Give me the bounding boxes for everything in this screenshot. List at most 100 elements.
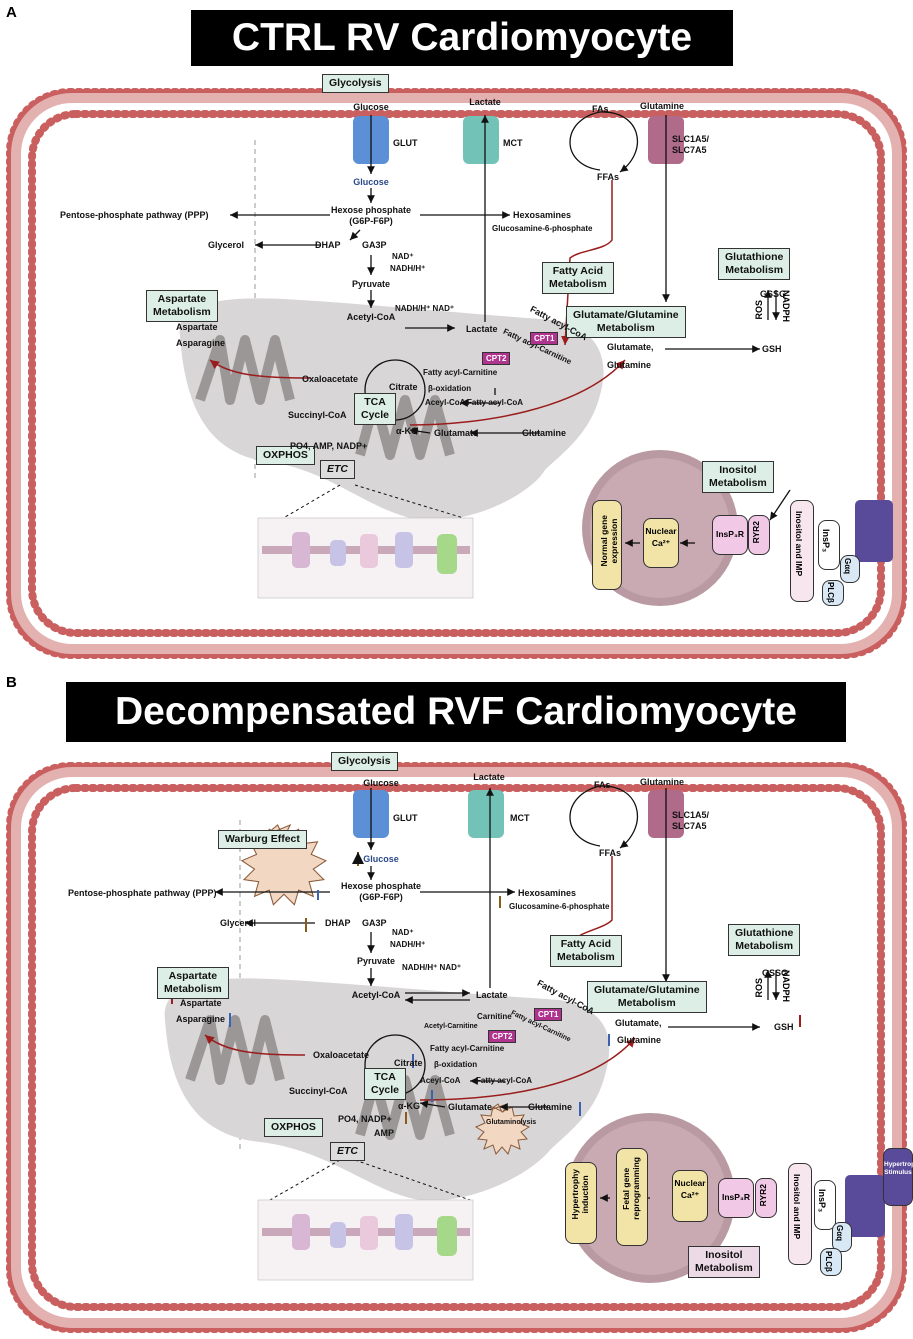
mct-transporter xyxy=(463,116,499,164)
glucosamine-label: Glucosamine-6-phosphate xyxy=(509,902,610,911)
glycerol-label: Glycerol xyxy=(220,918,257,928)
beta-oxidation-label: β-oxidation xyxy=(434,1060,478,1069)
glutathione-metabolism-box: Glutathione Metabolism xyxy=(718,248,791,280)
cpt2-label: CPT2 xyxy=(482,352,511,365)
warburg-effect-box: Warburg Effect xyxy=(218,830,307,849)
lactate-out-label: Lactate xyxy=(469,97,501,107)
glucose-in-label: Glucose xyxy=(363,854,399,864)
ryr2-box: RYR2 xyxy=(755,1178,777,1218)
gaq-label: Gαq xyxy=(835,1225,844,1242)
carnitine-label: Carnitine xyxy=(477,1012,512,1021)
asparagine-label: Asparagine xyxy=(176,1014,226,1024)
glutamate-cyto-label: Glutamate, xyxy=(615,1018,662,1028)
glut-label: GLUT xyxy=(393,138,418,148)
nadph-label: NADPH xyxy=(781,970,791,1003)
glutaminolysis-burst xyxy=(474,1103,531,1155)
glutamate-glutamine-metabolism-box: Glutamate/Glutamine Metabolism xyxy=(587,981,707,1013)
cell-membrane-outer xyxy=(6,762,907,1333)
fetal-gene-label: Fetal gene reprogramming xyxy=(621,1157,641,1220)
fatty-acyl-coa-2-label: Fatty acyl-CoA xyxy=(467,398,524,407)
inositol-imp-label: Inositol and IMP xyxy=(792,1174,802,1240)
panel-letter: B xyxy=(6,674,17,691)
aceyl-coa-label: Aceyl-CoA xyxy=(420,1076,461,1085)
gene-expression-label: Normal gene expression xyxy=(599,515,619,567)
ros-label: ROS xyxy=(754,978,764,998)
cell-membrane-inner xyxy=(28,110,885,637)
pyruvate-label: Pyruvate xyxy=(351,279,391,289)
aspartate-metabolism-box: Aspartate Metabolism xyxy=(146,290,218,322)
glutaminolysis-label: Glutaminolysis xyxy=(486,1119,537,1126)
acetyl-coa-label: Acetyl-CoA xyxy=(346,312,396,322)
panel-a-graphics xyxy=(6,88,907,659)
ryr2-box: RYR2 xyxy=(748,515,770,555)
oxphos-box: OXPHOS xyxy=(264,1118,323,1137)
mct-label: MCT xyxy=(510,813,530,823)
gpcr-receptor xyxy=(855,500,893,562)
gsh-label: GSH xyxy=(774,1022,794,1032)
panel-title: CTRL RV Cardiomyocyte xyxy=(191,10,733,66)
aceyl-coa-label: Aceyl-CoA xyxy=(425,398,466,407)
hexosamines-label: Hexosamines xyxy=(518,888,577,898)
cell-membrane-outer xyxy=(6,88,907,659)
glutamine-mito-label: Glutamine xyxy=(528,1102,573,1112)
panel-a: A CTRL RV Cardiomyocyte Glycolysis Aspar… xyxy=(0,0,913,669)
nuclear-ca-label: Nuclear Ca²⁺ xyxy=(643,518,679,568)
ppp-label: Pentose-phosphate pathway (PPP) xyxy=(60,210,209,220)
plcb-label: PLCβ xyxy=(826,582,835,603)
ryr2-label: RYR2 xyxy=(751,521,761,544)
insp3-box: InsP₃ xyxy=(818,520,840,570)
insp3-box: InsP₃ xyxy=(814,1180,836,1230)
glutamine-out-label: Glutamine xyxy=(640,777,685,787)
ros-label: ROS xyxy=(754,300,764,320)
aspartate-label: Aspartate xyxy=(176,322,218,332)
ryr2-label: RYR2 xyxy=(758,1184,768,1207)
oxphos-box: OXPHOS xyxy=(256,446,315,465)
insp3r-label: InsP₃R xyxy=(718,1178,754,1218)
po4-label: PO4, NADP+ xyxy=(338,1114,392,1124)
fas-label: FAs xyxy=(592,104,609,114)
gpcr-receptor xyxy=(845,1175,885,1237)
etc-box: ETC xyxy=(330,1142,365,1161)
acetyl-coa-label: Acetyl-CoA xyxy=(351,990,401,1000)
nad-label: NAD⁺ xyxy=(392,928,414,937)
gaq-box: Gαq xyxy=(840,555,860,583)
tca-cycle-box: TCA Cycle xyxy=(354,393,397,425)
gaq-box: Gαq xyxy=(832,1222,852,1252)
gene-expression-box: Normal gene expression xyxy=(592,500,622,590)
plcb-label: PLCβ xyxy=(824,1251,833,1272)
aspartate-metabolism-box: Aspartate Metabolism xyxy=(157,967,229,999)
glutamate-glutamine-metabolism-box: Glutamate/Glutamine Metabolism xyxy=(566,306,686,338)
cpt1-label: CPT1 xyxy=(534,1008,563,1021)
oxaloacetate-label: Oxaloacetate xyxy=(302,374,359,384)
glycolysis-box: Glycolysis xyxy=(322,74,389,93)
inositol-imp-box: Inositol and IMP xyxy=(790,500,814,602)
etc-box: ETC xyxy=(320,460,355,479)
panel-b-graphics xyxy=(6,762,907,1333)
glycerol-label: Glycerol xyxy=(208,240,245,250)
panel-letter: A xyxy=(6,4,17,21)
gaq-label: Gαq xyxy=(843,558,852,575)
fetal-gene-box: Fetal gene reprogramming xyxy=(616,1148,648,1246)
gsh-label: GSH xyxy=(762,344,782,354)
ffas-label: FFAs xyxy=(597,172,620,182)
aspartate-label: Aspartate xyxy=(180,998,222,1008)
fas-label: FAs xyxy=(594,780,611,790)
hypertrophy-label: Hypertrophy induction xyxy=(570,1169,590,1220)
hexose-phosphate-label: Hexose phosphate (G6P-F6P) xyxy=(330,205,412,226)
slc-label: SLC1A5/ SLC7A5 xyxy=(672,134,710,155)
glucose-out-label: Glucose xyxy=(363,778,399,788)
fatty-acid-metabolism-box: Fatty Acid Metabolism xyxy=(542,262,614,294)
glut-label: GLUT xyxy=(393,813,418,823)
inositol-metabolism-box: Inositol Metabolism xyxy=(702,461,774,493)
dhap-label: DHAP xyxy=(325,918,351,928)
glutamate-mito-label: Glutamate xyxy=(434,428,479,438)
cpt1-label: CPT1 xyxy=(530,332,559,345)
glutamine-cyto-label: Glutamine xyxy=(617,1035,662,1045)
glutamine-out-label: Glutamine xyxy=(640,101,685,111)
nadh-nad-label: NADH/H⁺ NAD⁺ xyxy=(402,963,462,972)
amp-label: AMP xyxy=(374,1128,394,1138)
fatty-acyl-carnitine-label: Fatty acyl-Carnitine xyxy=(430,1044,505,1053)
insp3r-label: InsP₃R xyxy=(712,515,748,555)
nadh-label: NADH/H⁺ xyxy=(390,940,426,949)
fatty-acid-metabolism-box: Fatty Acid Metabolism xyxy=(550,935,622,967)
